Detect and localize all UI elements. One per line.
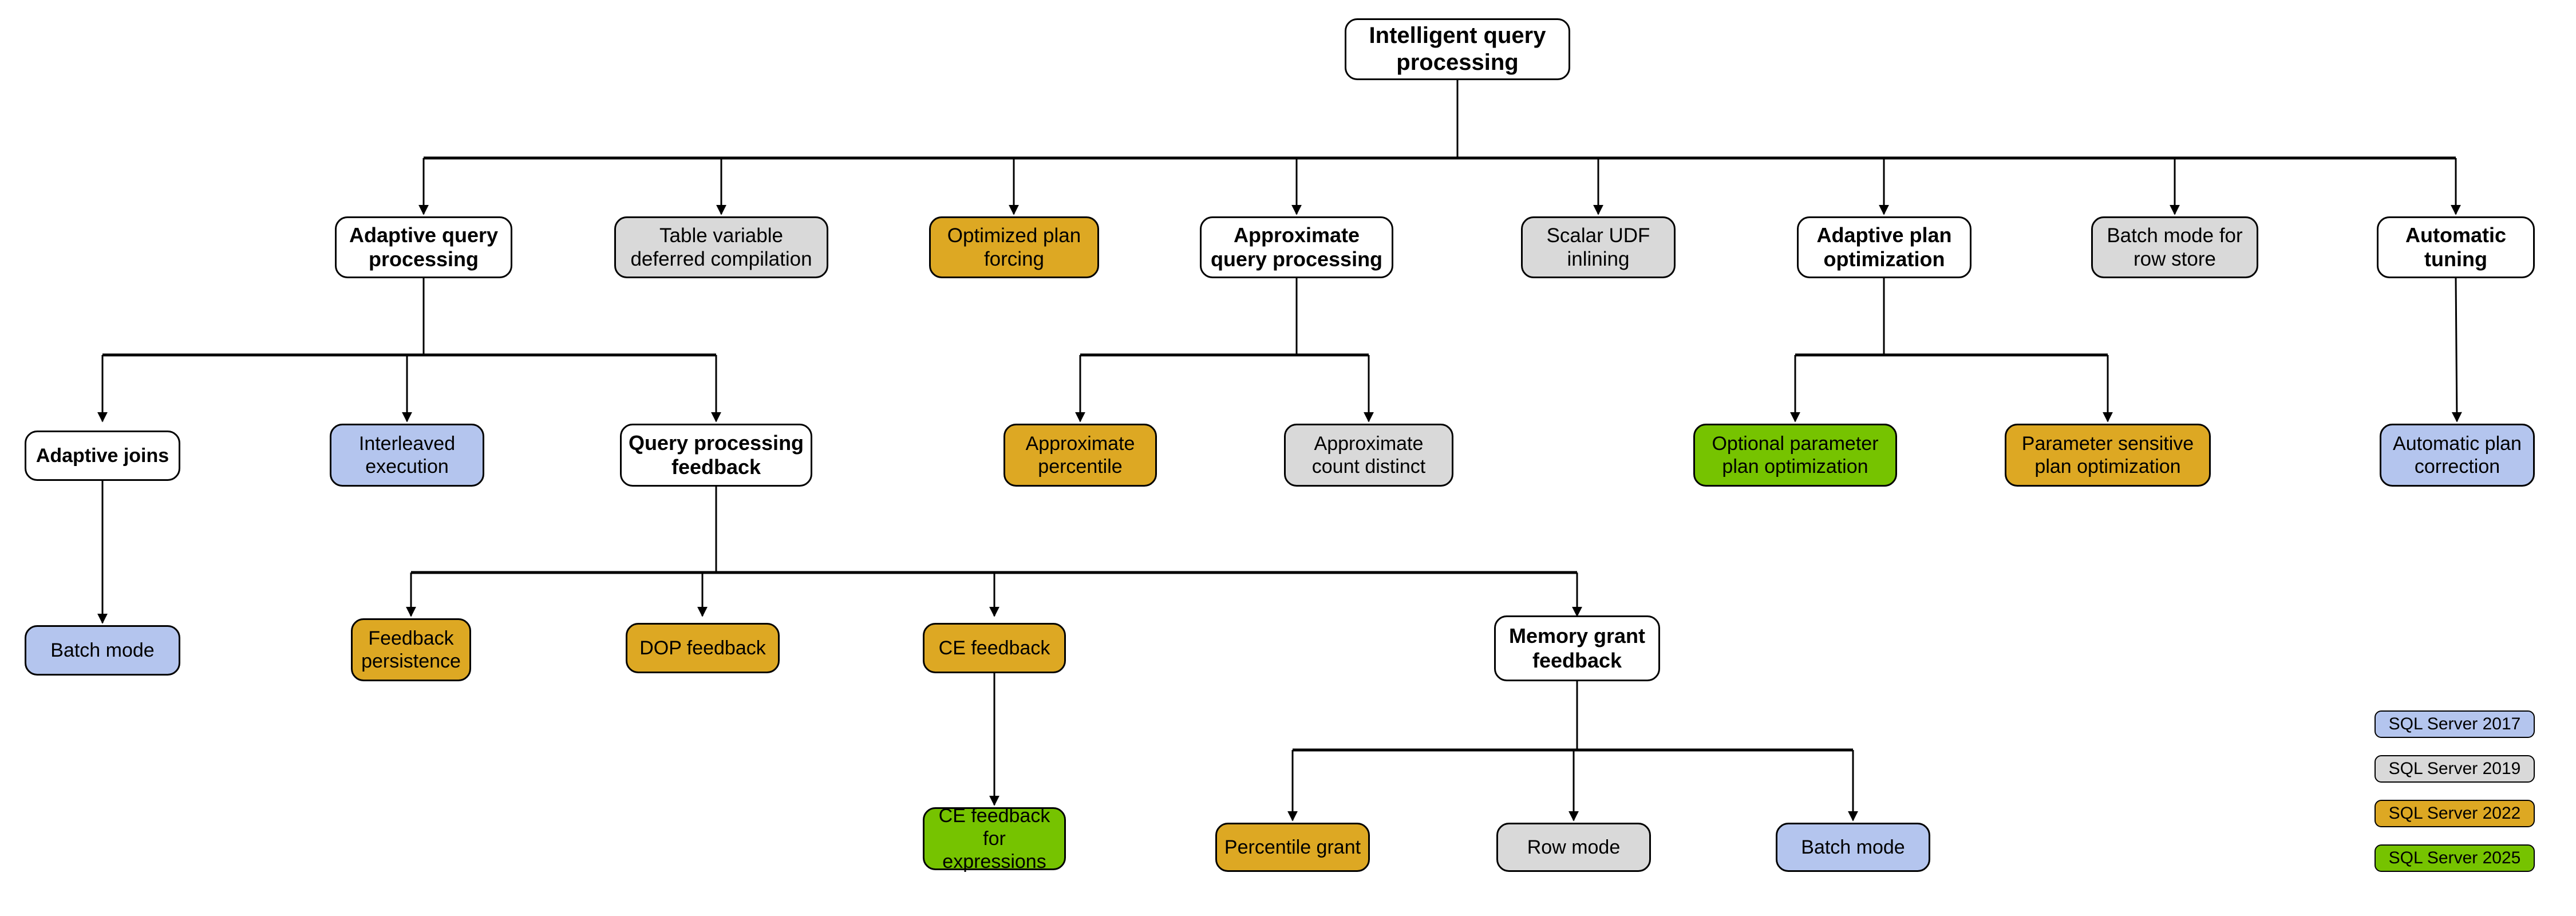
node-batchmode1[interactable]: Batch mode (25, 625, 180, 676)
node-root[interactable]: Intelligent query processing (1345, 18, 1570, 80)
node-fbpersist[interactable]: Feedback persistence (351, 618, 471, 681)
node-approxcd[interactable]: Approximate count distinct (1284, 424, 1453, 487)
node-cefb[interactable]: CE feedback (923, 623, 1066, 673)
node-qpf[interactable]: Query processing feedback (620, 424, 812, 487)
node-dopfb[interactable]: DOP feedback (626, 623, 780, 673)
legend-item-sql-server-2017: SQL Server 2017 (2374, 710, 2535, 738)
node-oppo[interactable]: Optional parameter plan optimization (1693, 424, 1897, 487)
node-rowmode[interactable]: Row mode (1496, 823, 1651, 872)
node-cefbexpr[interactable]: CE feedback for expressions (923, 805, 1066, 872)
node-bmrs[interactable]: Batch mode for row store (2091, 216, 2258, 278)
node-apc[interactable]: Automatic plan correction (2380, 424, 2535, 487)
node-opf[interactable]: Optimized plan forcing (929, 216, 1099, 278)
node-apo[interactable]: Adaptive plan optimization (1797, 216, 1971, 278)
legend-item-sql-server-2025: SQL Server 2025 (2374, 844, 2535, 872)
node-mgf[interactable]: Memory grant feedback (1494, 615, 1660, 681)
legend-item-sql-server-2022: SQL Server 2022 (2374, 800, 2535, 827)
node-approxpct[interactable]: Approximate percentile (1003, 424, 1157, 487)
node-pctgrant[interactable]: Percentile grant (1215, 823, 1370, 872)
node-pspo[interactable]: Parameter sensitive plan optimization (2005, 424, 2211, 487)
node-interleaved[interactable]: Interleaved execution (330, 424, 484, 487)
node-autotune[interactable]: Automatic tuning (2377, 216, 2535, 278)
node-udf[interactable]: Scalar UDF inlining (1521, 216, 1676, 278)
node-approx[interactable]: Approximate query processing (1200, 216, 1393, 278)
edge-autotune-to-apc (2451, 278, 2462, 423)
legend-item-sql-server-2019: SQL Server 2019 (2374, 755, 2535, 783)
node-adaptivejoins[interactable]: Adaptive joins (25, 431, 180, 481)
node-tvdc[interactable]: Table variable deferred compilation (614, 216, 828, 278)
node-batchmode2[interactable]: Batch mode (1776, 823, 1930, 872)
node-aqp[interactable]: Adaptive query processing (335, 216, 512, 278)
